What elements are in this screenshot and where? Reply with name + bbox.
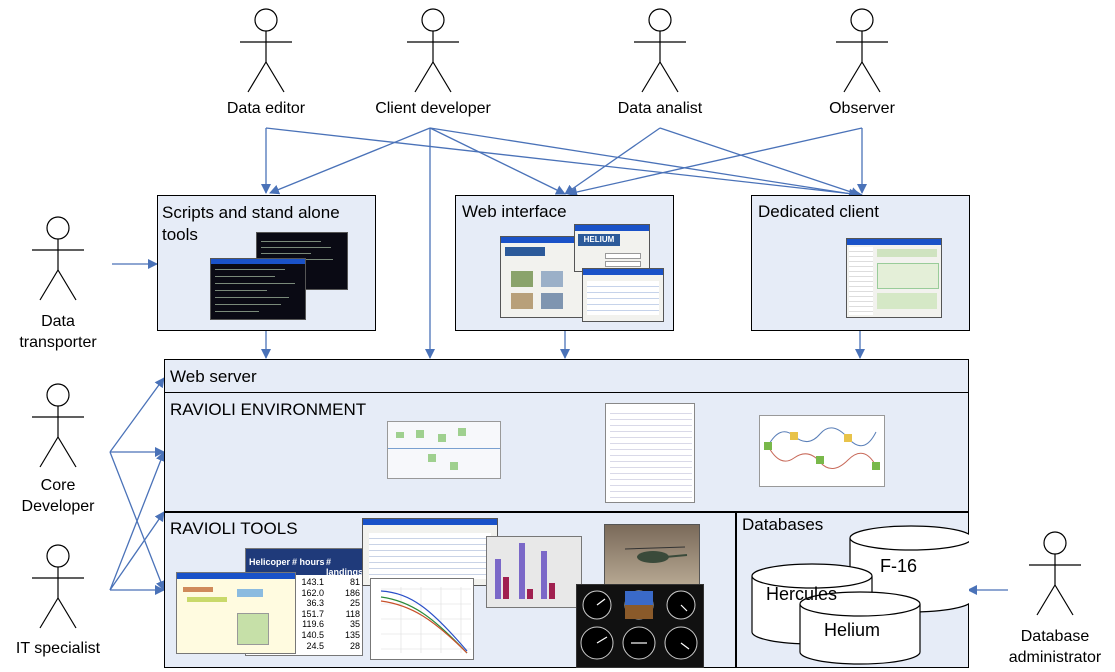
actor-label-observer: Observer — [829, 100, 895, 117]
cockpit-instruments-thumbnail — [576, 584, 704, 668]
cockpit-gauges-icon — [580, 590, 698, 660]
arrow-it-webserver — [109, 451, 166, 591]
observer-figure-icon — [836, 8, 888, 93]
line-plot-thumbnail — [370, 578, 474, 660]
web-server-title: Web server — [170, 367, 257, 386]
process-graph-thumbnail — [759, 415, 885, 487]
actor-label-data-analist: Data analist — [617, 100, 703, 117]
workflow-diagram-thumbnail — [387, 421, 501, 479]
bar-chart-thumbnail — [486, 536, 582, 608]
database-helium-label: Helium — [824, 620, 881, 640]
actor-label-data-editor: Data editor — [226, 100, 306, 117]
log-window-thumbnail — [605, 403, 695, 503]
database-hercules-label: Hercules — [766, 584, 838, 604]
helium-login-thumbnail: HELIUM — [574, 224, 650, 272]
arrow-editor-dedicated — [265, 127, 863, 199]
arrow-client-scripts — [269, 127, 431, 195]
core-developer-figure-icon — [32, 383, 84, 468]
helicopter-icon — [624, 546, 688, 563]
ravioli-tools-title: RAVIOLI TOOLS — [170, 519, 298, 538]
arrow-client-dedicated — [429, 127, 859, 199]
line-plot-icon — [380, 587, 471, 654]
arrow-analist-web — [564, 127, 661, 195]
process-graph-icon — [764, 427, 880, 470]
arrow-core-webserver — [109, 377, 165, 453]
ravioli-environment-box: RAVIOLI ENVIRONMENT — [164, 392, 969, 512]
data-grid-window-thumbnail — [362, 518, 498, 586]
terminal-window-thumbnail — [210, 258, 306, 320]
dedicated-client-box: Dedicated client — [751, 195, 970, 331]
data-transporter-figure-icon — [32, 216, 84, 301]
dedicated-client-thumbnail — [846, 238, 942, 318]
data-analist-figure-icon — [634, 8, 686, 93]
web-interface-box: Web interface HELIUM — [455, 195, 674, 331]
helicopter-render-thumbnail — [604, 524, 700, 588]
spreadsheet-thumbnail — [176, 572, 296, 654]
database-f16-label: F-16 — [880, 556, 918, 576]
it-specialist-figure-icon — [32, 544, 84, 629]
data-table-thumbnail — [582, 268, 664, 322]
actor-label-it-specialist: IT specialist — [15, 640, 101, 657]
arrow-it-env — [109, 511, 165, 591]
arrow-client-web — [429, 127, 566, 195]
actor-label-client-developer: Client developer — [375, 100, 491, 117]
data-editor-figure-icon — [240, 8, 292, 93]
client-developer-figure-icon — [407, 8, 459, 93]
web-interface-title: Web interface — [462, 202, 567, 221]
ravioli-environment-title: RAVIOLI ENVIRONMENT — [170, 400, 367, 419]
arrow-analist-dedicated — [659, 127, 861, 197]
dedicated-client-title: Dedicated client — [758, 202, 879, 221]
arrow-observer-web — [567, 127, 863, 197]
cylinder-helium-icon — [799, 591, 921, 665]
database-administrator-figure-icon — [1029, 531, 1081, 616]
databases-title: Databases — [742, 515, 824, 534]
database-cylinders — [751, 525, 969, 665]
